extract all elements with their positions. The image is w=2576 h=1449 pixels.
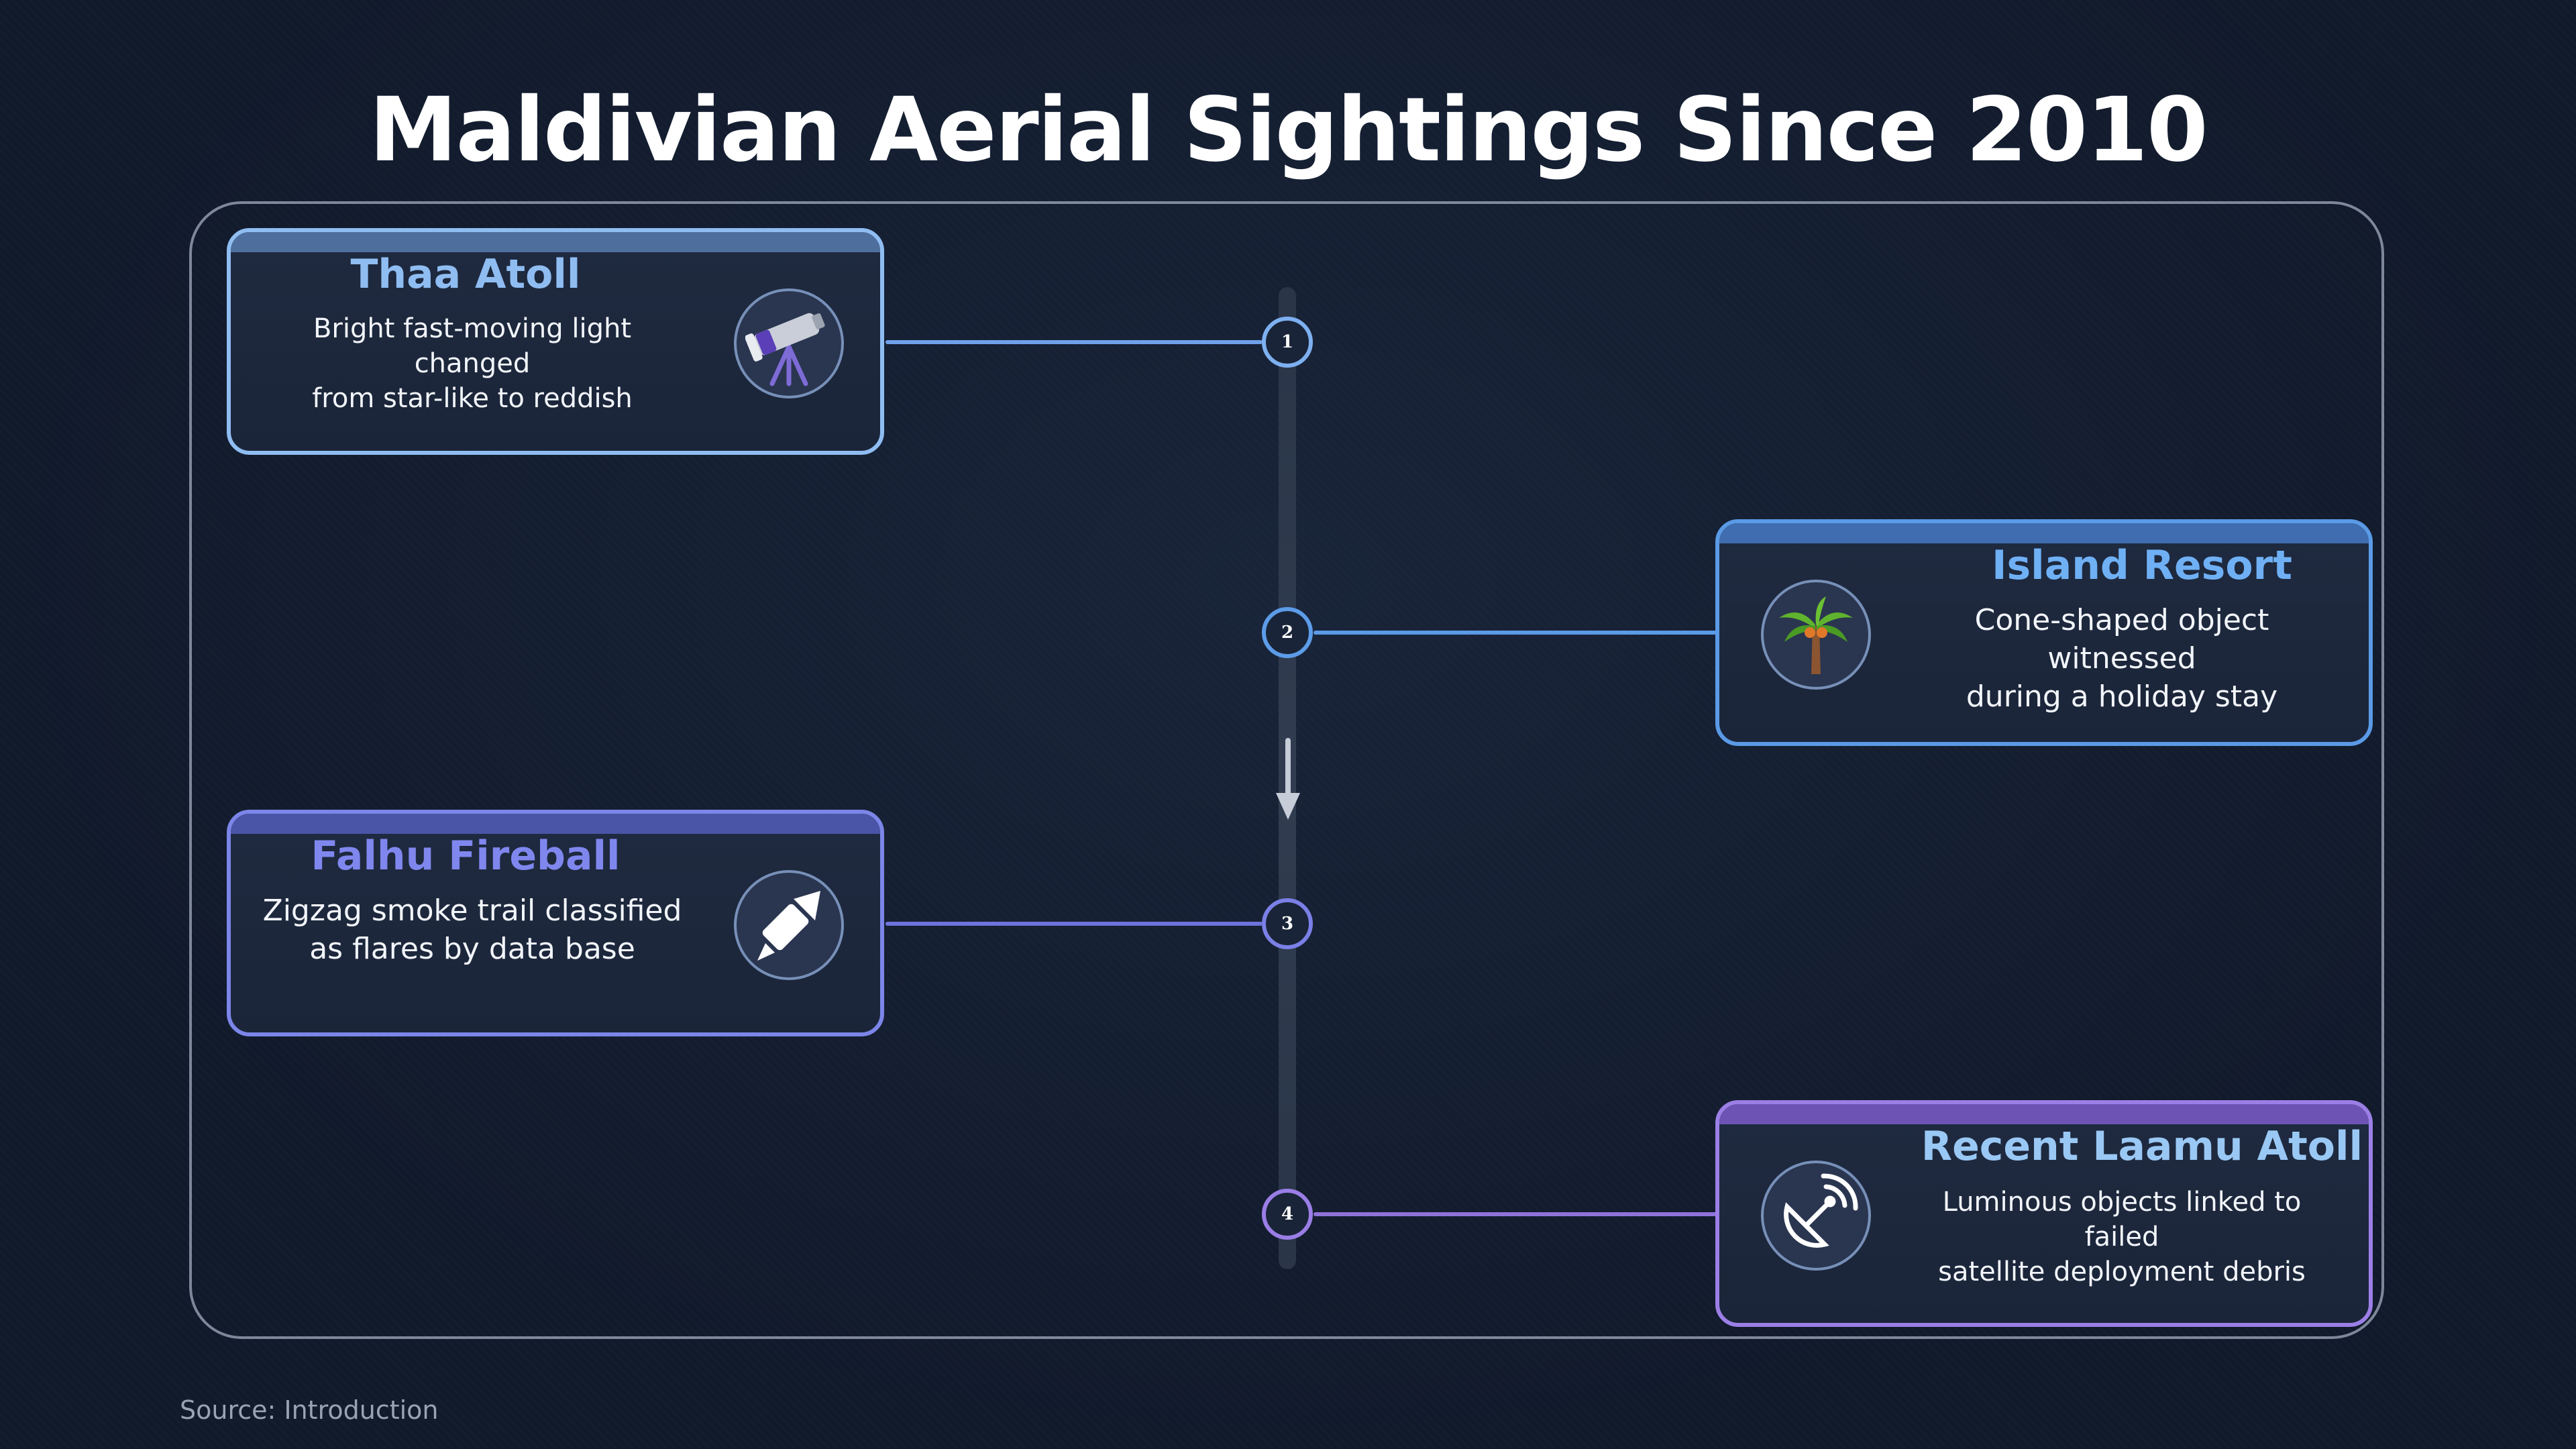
event-card-island-resort: Island Resort Cone-shaped object witness… bbox=[1715, 519, 2373, 746]
card-header-band bbox=[1719, 523, 2369, 543]
card-header-band bbox=[231, 232, 880, 252]
card-description-line: Cone-shaped object witnessed bbox=[1974, 603, 2269, 676]
connector-1 bbox=[885, 340, 1263, 344]
timeline-node-3: 3 bbox=[1262, 898, 1313, 949]
connector-3 bbox=[885, 922, 1263, 926]
card-description-line: from star-like to reddish bbox=[312, 383, 633, 414]
palm-tree-icon bbox=[1761, 580, 1871, 690]
event-card-thaa-atoll: Thaa Atoll Bright fast-moving light chan… bbox=[227, 228, 884, 455]
card-description-line: during a holiday stay bbox=[1966, 680, 2278, 714]
card-title: Falhu Fireball bbox=[311, 833, 621, 879]
telescope-icon bbox=[734, 288, 844, 398]
satellite-dish-icon bbox=[1761, 1161, 1871, 1271]
connector-4 bbox=[1313, 1212, 1717, 1216]
card-description: Luminous objects linked to failed satell… bbox=[1907, 1185, 2337, 1289]
card-description-line: as flares by data base bbox=[309, 932, 635, 967]
card-description: Cone-shaped object witnessed during a ho… bbox=[1907, 601, 2337, 716]
down-arrow-head bbox=[1276, 793, 1300, 820]
page-title: Maldivian Aerial Sightings Since 2010 bbox=[369, 78, 2208, 182]
source-caption: Source: Introduction bbox=[180, 1395, 439, 1425]
timeline-node-2: 2 bbox=[1262, 607, 1313, 658]
timeline-node-1: 1 bbox=[1262, 317, 1313, 368]
down-arrow-icon bbox=[1285, 738, 1291, 798]
card-description-line: Luminous objects linked to failed bbox=[1942, 1187, 2302, 1252]
card-header-band bbox=[231, 814, 880, 834]
connector-2 bbox=[1313, 631, 1717, 635]
card-title: Island Resort bbox=[1992, 542, 2292, 589]
card-title: Recent Laamu Atoll bbox=[1921, 1123, 2363, 1170]
card-description-line: Zigzag smoke trail classified bbox=[262, 894, 682, 928]
timeline-node-4: 4 bbox=[1262, 1189, 1313, 1240]
card-title: Thaa Atoll bbox=[350, 251, 581, 298]
card-header-band bbox=[1719, 1104, 2369, 1124]
card-description-line: Bright fast-moving light changed bbox=[313, 313, 632, 379]
timeline-frame bbox=[189, 201, 2384, 1339]
card-description: Bright fast-moving light changed from st… bbox=[258, 311, 687, 416]
firework-rocket-icon bbox=[734, 870, 844, 980]
event-card-recent-laamu-atoll: Recent Laamu Atoll Luminous objects link… bbox=[1715, 1100, 2373, 1327]
card-description-line: satellite deployment debris bbox=[1938, 1256, 2306, 1287]
event-card-falhu-fireball: Falhu Fireball Zigzag smoke trail classi… bbox=[227, 810, 884, 1036]
card-description: Zigzag smoke trail classified as flares … bbox=[258, 892, 687, 968]
